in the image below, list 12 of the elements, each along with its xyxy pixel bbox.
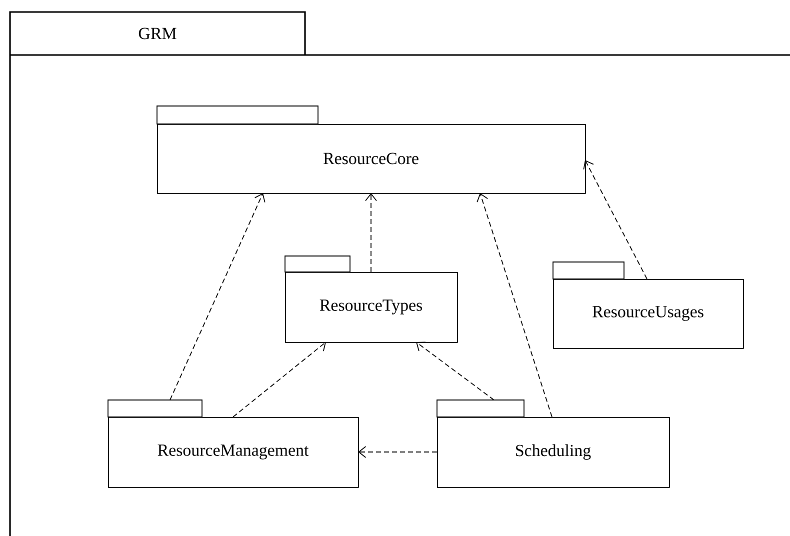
dependency-arrow — [416, 342, 494, 400]
dependency-arrow — [358, 446, 438, 458]
dependency-arrow — [365, 193, 377, 272]
package-box: ResourceUsages — [552, 262, 744, 349]
package-box: ResourceTypes — [284, 256, 458, 343]
package-box: ResourceCore — [156, 106, 586, 194]
dependency-arrow — [476, 193, 552, 418]
dependency-arrow — [583, 160, 648, 280]
package-box: Scheduling — [436, 400, 670, 488]
package-box: ResourceManagement — [108, 400, 359, 488]
dependency-arrow — [170, 193, 266, 400]
dependency-arrow — [232, 342, 326, 418]
